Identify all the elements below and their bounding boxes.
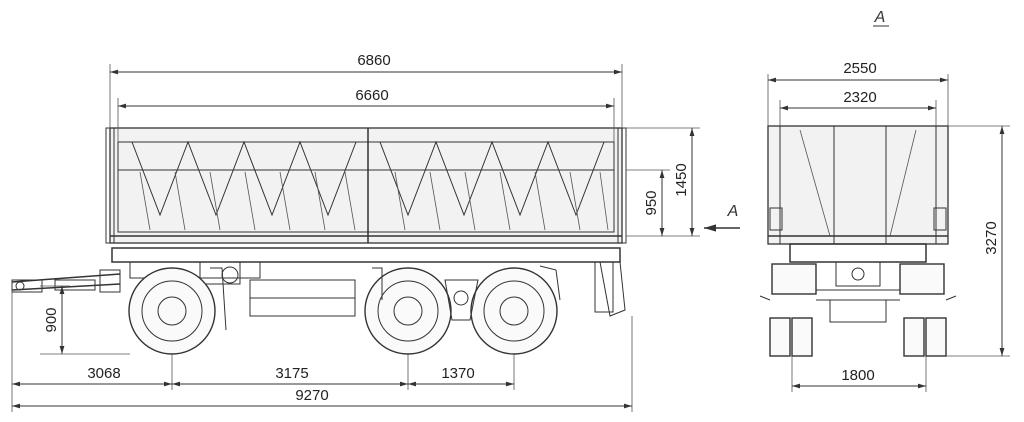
dim-overall-height: 3270 (983, 221, 1000, 254)
dim-drawbar-to-axle: 3068 (87, 365, 120, 382)
dim-overall-body-length: 6860 (357, 52, 390, 69)
dim-body-height: 1450 (673, 163, 690, 196)
dim-overall-width: 2550 (843, 60, 876, 77)
wheel-axle-3 (470, 267, 558, 355)
dim-track-width: 1800 (841, 367, 874, 384)
wheel-axle-2 (364, 267, 452, 355)
dim-hitch-height: 900 (43, 307, 60, 332)
tipper-body (105, 127, 627, 244)
dim-inner-body-length: 6660 (355, 87, 388, 104)
dim-side-height: 950 (643, 190, 660, 215)
view-a-title: A (874, 9, 886, 26)
drawbar (11, 269, 121, 293)
front-view: A (759, 9, 1010, 392)
chassis-frame (111, 247, 626, 317)
view-arrow-label: A (727, 203, 739, 220)
dim-total-length: 9270 (295, 387, 328, 404)
dim-axle-2-to-3: 1370 (441, 365, 474, 382)
dim-inner-width: 2320 (843, 89, 876, 106)
wheel-axle-1 (128, 267, 227, 355)
dim-axle-1-to-2: 3175 (275, 365, 308, 382)
side-view (11, 64, 740, 412)
